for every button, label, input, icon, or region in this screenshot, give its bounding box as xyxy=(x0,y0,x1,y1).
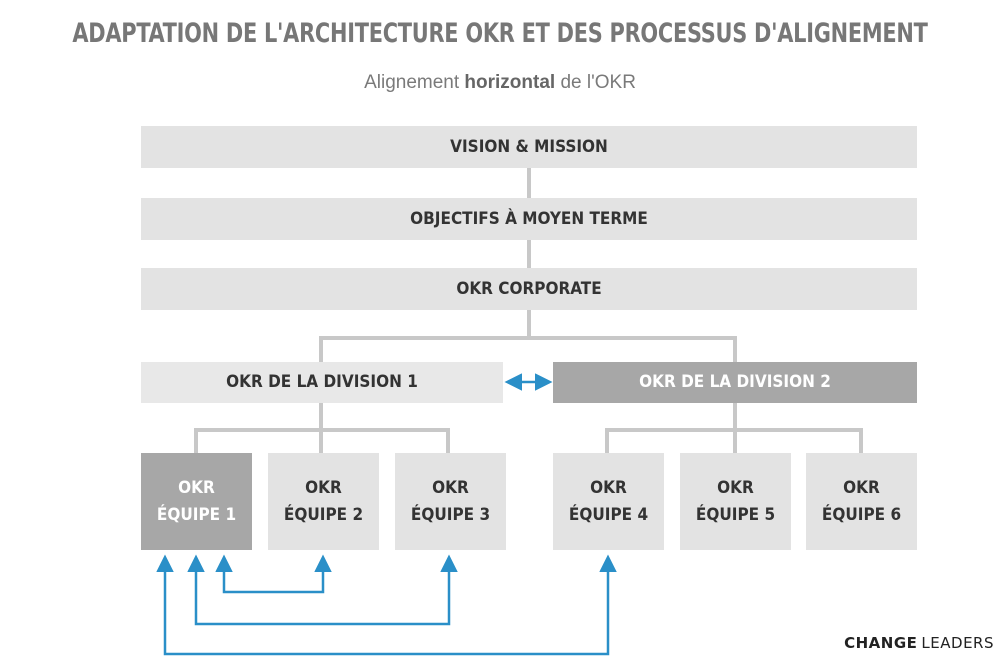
team-3-name: ÉQUIPE 3 xyxy=(410,504,491,525)
team-4-box: OKR ÉQUIPE 4 xyxy=(553,453,664,550)
team-6-okr-label: OKR xyxy=(843,478,880,499)
level-okr-corporate-label: OKR CORPORATE xyxy=(456,278,602,299)
division-1-label: OKR DE LA DIVISION 1 xyxy=(226,372,418,393)
level-okr-corporate: OKR CORPORATE xyxy=(141,268,917,310)
team-4-okr-label: OKR xyxy=(590,478,627,499)
team-1-box: OKR ÉQUIPE 1 xyxy=(141,453,252,550)
page-title: ADAPTATION DE L'ARCHITECTURE OKR ET DES … xyxy=(72,18,928,49)
team-4-name: ÉQUIPE 4 xyxy=(568,504,649,525)
level-vision-mission-label: VISION & MISSION xyxy=(450,136,608,157)
team-5-name: ÉQUIPE 5 xyxy=(695,504,776,525)
level-vision-mission: VISION & MISSION xyxy=(141,126,917,168)
team-3-okr-label: OKR xyxy=(432,478,469,499)
brand-logo-part2: LEADERS xyxy=(921,634,994,652)
team-5-box: OKR ÉQUIPE 5 xyxy=(680,453,791,550)
division-2-box: OKR DE LA DIVISION 2 xyxy=(553,362,917,403)
connector-corporate-divisions xyxy=(319,336,737,362)
team-1-okr-label: OKR xyxy=(178,478,215,499)
team-2-name: ÉQUIPE 2 xyxy=(283,504,364,525)
team-6-name: ÉQUIPE 6 xyxy=(821,504,902,525)
subtitle-suffix: de l'OKR xyxy=(555,72,636,93)
team-3-box: OKR ÉQUIPE 3 xyxy=(395,453,506,550)
division-1-box: OKR DE LA DIVISION 1 xyxy=(141,362,503,403)
team-6-box: OKR ÉQUIPE 6 xyxy=(806,453,917,550)
team-2-okr-label: OKR xyxy=(305,478,342,499)
page-subtitle: Alignement horizontal de l'OKR xyxy=(0,72,1000,94)
alignment-arrow-team1-team4 xyxy=(156,554,617,656)
level-mid-term-objectives-label: OBJECTIFS À MOYEN TERME xyxy=(410,208,648,229)
alignment-arrow-team1-team2 xyxy=(215,554,332,594)
subtitle-emphasis: horizontal xyxy=(464,72,556,93)
team-5-okr-label: OKR xyxy=(717,478,754,499)
team-1-name: ÉQUIPE 1 xyxy=(156,504,237,525)
level-mid-term-objectives: OBJECTIFS À MOYEN TERME xyxy=(141,198,917,240)
subtitle-prefix: Alignement xyxy=(364,72,465,93)
division-2-label: OKR DE LA DIVISION 2 xyxy=(639,372,831,393)
brand-logo-part1: CHANGE xyxy=(844,634,918,652)
alignment-arrow-team1-team3 xyxy=(187,554,458,626)
team-2-box: OKR ÉQUIPE 2 xyxy=(268,453,379,550)
